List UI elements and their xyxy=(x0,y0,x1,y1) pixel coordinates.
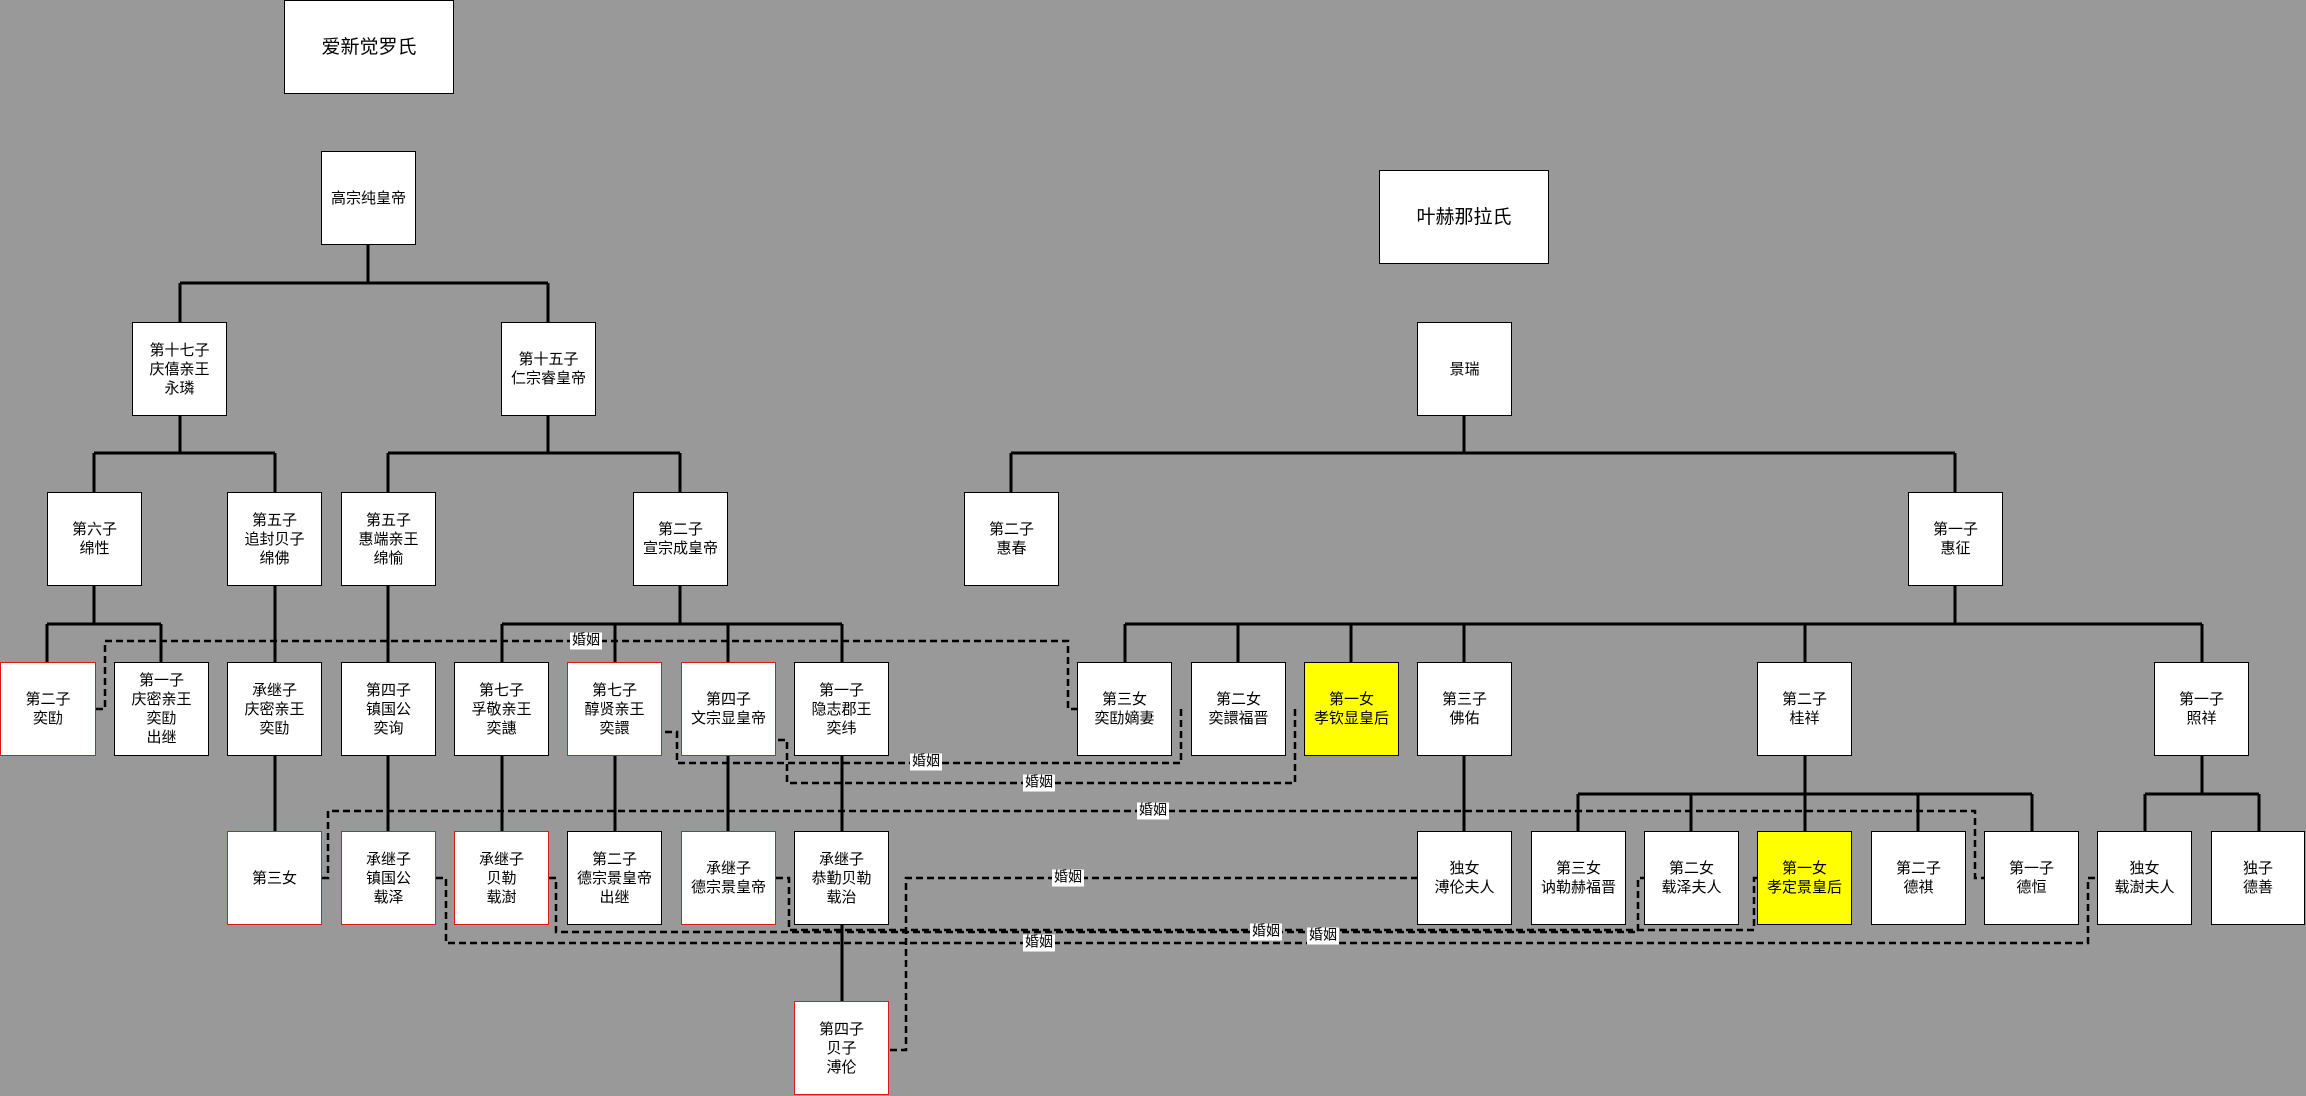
person-yixuan-chun: 第七子 醇贤亲王 奕譞 xyxy=(567,662,662,756)
person-d2-yixuan-wife: 第二女 奕譞福晋 xyxy=(1191,662,1286,756)
person-wenzong: 第四子 文宗显皇帝 xyxy=(681,662,776,756)
person-gaozong: 高宗纯皇帝 xyxy=(321,151,416,245)
marriage-label: 婚姻 xyxy=(1137,802,1169,820)
aisin-tree-lines xyxy=(45,245,844,1001)
marriage-label: 婚姻 xyxy=(1052,869,1084,887)
person-yikuang: 第二子 奕劻 xyxy=(0,662,96,756)
person-dezong-out: 第二子 德宗景皇帝 出继 xyxy=(567,831,662,925)
person-yixun: 第四子 镇国公 奕询 xyxy=(341,662,436,756)
person-xiaoding: 第一女 孝定景皇后 xyxy=(1757,831,1852,925)
person-huizheng: 第一子 惠征 xyxy=(1908,492,2003,586)
person-guixiang: 第二子 桂祥 xyxy=(1757,662,1852,756)
person-mianfo: 第五子 追封贝子 绵佛 xyxy=(227,492,322,586)
person-yonglin: 第十七子 庆僖亲王 永璘 xyxy=(132,322,227,416)
person-xunbeile-wife: 第三女 讷勒赫福晋 xyxy=(1531,831,1626,925)
marriage-label: 婚姻 xyxy=(1023,934,1055,952)
yehe-tree-lines xyxy=(1009,416,2261,831)
person-yizhu-first: 第一子 庆密亲王 奕劻 出继 xyxy=(114,662,209,756)
marriage-label: 婚姻 xyxy=(1250,923,1282,941)
person-mianxing: 第六子 绵性 xyxy=(47,492,142,586)
person-zaizhi: 承继子 恭勤贝勒 载治 xyxy=(794,831,889,925)
person-zaiao-wife: 独女 载澍夫人 xyxy=(2097,831,2192,925)
clan-yehe: 叶赫那拉氏 xyxy=(1379,170,1549,264)
person-yiwei: 第一子 隐志郡王 奕纬 xyxy=(794,662,889,756)
person-yikuang-heir: 承继子 庆密亲王 奕劻 xyxy=(227,662,322,756)
person-xuanzong: 第二子 宣宗成皇帝 xyxy=(633,492,728,586)
person-zaize-wife: 第二女 载泽夫人 xyxy=(1644,831,1739,925)
marriage-label: 婚姻 xyxy=(910,753,942,771)
person-xiaoqin: 第一女 孝钦显皇后 xyxy=(1304,662,1399,756)
person-foyou: 第三子 佛佑 xyxy=(1417,662,1512,756)
clan-aisin: 爱新觉罗氏 xyxy=(284,0,454,94)
person-zhaoxiang: 第一子 照祥 xyxy=(2154,662,2249,756)
person-deheng: 第一子 德恒 xyxy=(1984,831,2079,925)
person-deqi: 第二子 德祺 xyxy=(1871,831,1966,925)
person-deshan: 独子 德善 xyxy=(2211,831,2305,925)
person-huichun: 第二子 惠春 xyxy=(964,492,1059,586)
person-renzong: 第十五子 仁宗睿皇帝 xyxy=(501,322,596,416)
person-third-daughter: 第三女 xyxy=(227,831,322,925)
person-yixuan-7: 第七子 孚敬亲王 奕譓 xyxy=(454,662,549,756)
person-d3-yikuang-wife: 第三女 奕劻嫡妻 xyxy=(1077,662,1172,756)
person-dezong-heir: 承继子 德宗景皇帝 xyxy=(681,831,776,925)
marriage-label: 婚姻 xyxy=(570,632,602,650)
person-zaize: 承继子 镇国公 载泽 xyxy=(341,831,436,925)
person-zaiao: 承继子 贝勒 载澍 xyxy=(454,831,549,925)
person-pulun: 第四子 贝子 溥伦 xyxy=(794,1001,889,1095)
person-pulun-wife: 独女 溥伦夫人 xyxy=(1417,831,1512,925)
person-jingrui: 景瑞 xyxy=(1417,322,1512,416)
person-mianyu: 第五子 惠端亲王 绵愉 xyxy=(341,492,436,586)
marriage-label: 婚姻 xyxy=(1023,774,1055,792)
marriage-label: 婚姻 xyxy=(1307,927,1339,945)
